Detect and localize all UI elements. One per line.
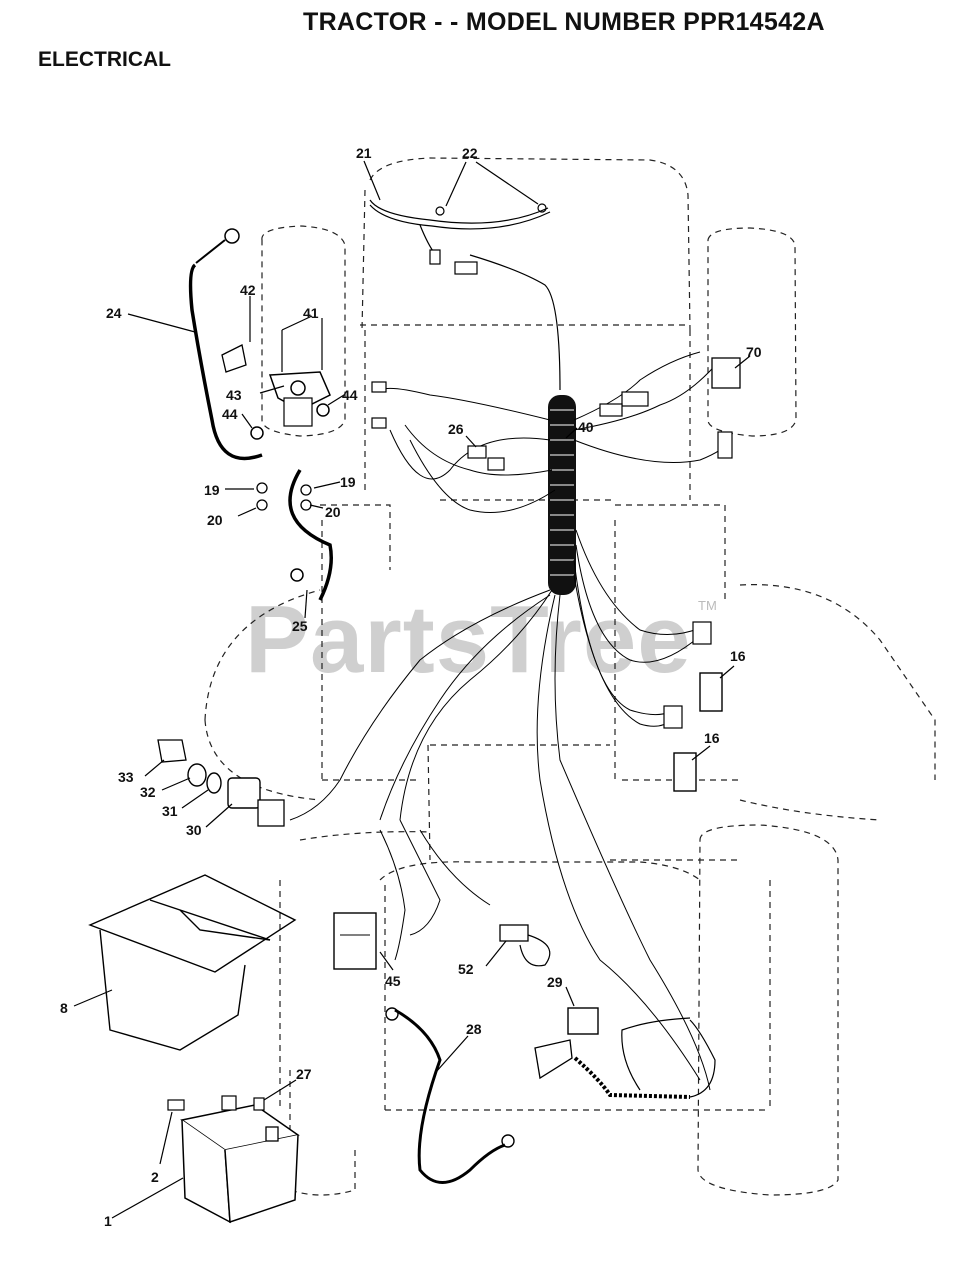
label-part-25: 25 <box>292 618 308 634</box>
nut-44-icon <box>250 426 264 440</box>
connector-icon <box>663 705 683 729</box>
label-part-40: 40 <box>578 419 594 435</box>
connector-70-icon <box>711 357 741 389</box>
key-33-icon <box>157 739 187 763</box>
switch-29-icon <box>567 1007 599 1035</box>
tractor-outline <box>204 157 936 1196</box>
connector-icon <box>599 403 623 417</box>
nut-20-icon <box>256 499 268 511</box>
label-part-33: 33 <box>118 769 134 785</box>
label-part-16b: 16 <box>704 730 720 746</box>
label-part-24: 24 <box>106 305 122 321</box>
plug-icon <box>534 1039 573 1080</box>
label-part-21: 21 <box>356 145 372 161</box>
label-part-19a: 19 <box>204 482 220 498</box>
label-part-43: 43 <box>226 387 242 403</box>
bolt-2-icon <box>167 1099 185 1111</box>
label-part-19b: 19 <box>340 474 356 490</box>
label-part-8: 8 <box>60 1000 68 1016</box>
relay-lead <box>519 934 551 967</box>
battery-1 <box>180 1104 300 1224</box>
label-part-1: 1 <box>104 1213 112 1229</box>
label-part-44a: 44 <box>222 406 238 422</box>
label-part-52: 52 <box>458 961 474 977</box>
nut-20-icon <box>300 499 312 511</box>
diagram-title: TRACTOR - - MODEL NUMBER PPR14542A <box>303 8 825 36</box>
label-part-31: 31 <box>162 803 178 819</box>
relay-52-icon <box>499 924 529 942</box>
main-harness-40 <box>548 395 576 595</box>
label-part-20a: 20 <box>207 512 223 528</box>
leader-lines <box>73 160 751 1219</box>
nut-32-icon <box>187 763 207 787</box>
lead-wire <box>621 1017 691 1091</box>
module-45-icon <box>333 912 377 970</box>
battery-cable-24 <box>188 263 263 461</box>
connector-26-icon <box>467 445 487 459</box>
headlight-harness-21 <box>369 199 561 391</box>
switch-16-icon <box>699 672 723 712</box>
callout-labels: 1 2 8 16 16 19 19 20 20 21 22 24 25 26 2… <box>60 145 762 1229</box>
connector-icon <box>257 799 285 827</box>
washer-19-icon <box>256 482 268 494</box>
label-part-30: 30 <box>186 822 202 838</box>
terminal-icon <box>221 1095 237 1111</box>
washer-31-icon <box>206 772 222 794</box>
connector-26-icon <box>487 457 505 471</box>
label-part-28: 28 <box>466 1021 482 1037</box>
watermark-tm: TM <box>698 598 717 613</box>
label-part-32: 32 <box>140 784 156 800</box>
section-title: ELECTRICAL <box>38 48 171 71</box>
bracket-42-icon <box>221 344 247 373</box>
battery-box-8 <box>88 874 297 1051</box>
label-part-26: 26 <box>448 421 464 437</box>
coiled-cord <box>573 1056 691 1099</box>
connector-icon <box>371 417 387 429</box>
label-part-41: 41 <box>303 305 319 321</box>
ring-terminal-icon <box>224 228 240 244</box>
ground-cable-25 <box>288 469 333 601</box>
connector-icon <box>621 391 649 407</box>
nut-44-icon <box>316 403 330 417</box>
label-part-29: 29 <box>547 974 563 990</box>
label-part-22: 22 <box>462 145 478 161</box>
label-part-42: 42 <box>240 282 256 298</box>
solenoid-43 <box>268 318 331 427</box>
connector-icon <box>692 621 712 645</box>
watermark: PartsTree <box>245 586 692 693</box>
ignition-switch-30-icon <box>227 777 261 809</box>
connector-icon <box>454 261 478 275</box>
cable-28 <box>394 1008 506 1184</box>
label-part-27: 27 <box>296 1066 312 1082</box>
label-part-44b: 44 <box>342 387 358 403</box>
connector-icon <box>371 381 387 393</box>
label-part-20b: 20 <box>325 504 341 520</box>
cable-lead <box>195 239 226 264</box>
switch-16-icon <box>673 752 697 792</box>
washer-19-icon <box>300 484 312 496</box>
bulb-22-icon <box>537 203 547 213</box>
ring-terminal-icon <box>501 1134 515 1148</box>
label-part-45: 45 <box>385 973 401 989</box>
lead-wire <box>689 1019 716 1098</box>
harness-wires <box>289 351 731 1091</box>
label-part-2: 2 <box>151 1169 159 1185</box>
ring-terminal-icon <box>385 1007 399 1021</box>
connector-icon <box>429 249 441 265</box>
connector-icon <box>717 431 733 459</box>
label-part-70: 70 <box>746 344 762 360</box>
ring-terminal-icon <box>290 568 304 582</box>
nut-27-icon <box>253 1097 265 1111</box>
bulb-22-icon <box>435 206 445 216</box>
label-part-16a: 16 <box>730 648 746 664</box>
